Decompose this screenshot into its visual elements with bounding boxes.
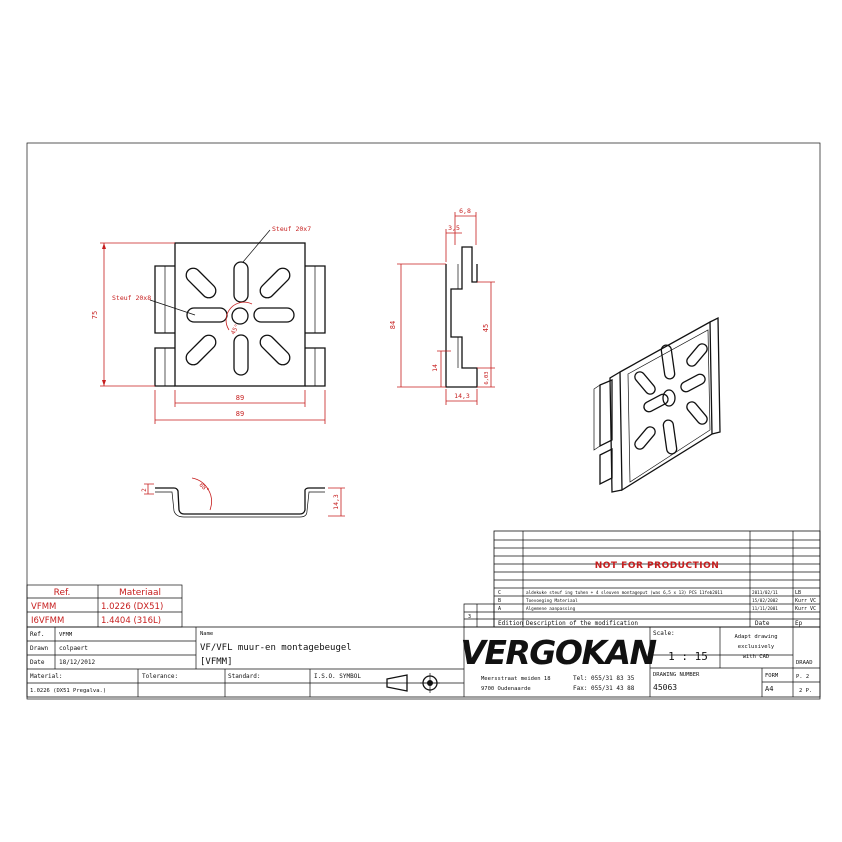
address-line-2: 9700 Oudenaarde	[481, 686, 531, 692]
isometric-view	[593, 316, 721, 493]
name-line-1: VF/VFL muur-en montagebeugel	[200, 643, 352, 653]
front-plate	[174, 242, 306, 387]
iso-projection-icon	[386, 673, 440, 693]
dim-side-upper: 45	[482, 324, 490, 332]
rev-header-description: Description of the modification	[526, 620, 638, 627]
address-line-1: Meersstraat meiden 18	[481, 676, 551, 682]
date-value: 18/12/2012	[59, 659, 96, 666]
date-label: Date	[30, 659, 45, 666]
dim-side-bottom-small: 6,03	[484, 371, 490, 384]
material-row-2-material: 1.4404 (316L)	[101, 616, 161, 626]
iso-symbol-label: I.S.O. SYMBOL	[314, 673, 361, 680]
rev-c-letter: C	[498, 590, 501, 596]
not-for-production-stamp: NOT FOR PRODUCTION	[595, 561, 720, 571]
company-address: Meersstraat meiden 18 9700 Oudenaarde Te…	[481, 675, 635, 692]
material-label: Material:	[30, 673, 63, 680]
ref-value: VFMM	[59, 632, 73, 638]
dim-side-bottom-width: 14,3	[454, 392, 470, 400]
drawn-label: Drawn	[30, 645, 48, 652]
title-block	[26, 626, 821, 698]
rev-b-description: Toevoeging Materiaal	[526, 598, 578, 604]
company-logo: VERGOKAN	[460, 633, 656, 672]
rev-b-letter: B	[498, 598, 501, 604]
revision-rows: C aldekuke steuf ing tuhen + 4 sleuven m…	[468, 590, 816, 627]
dim-bottom-right: 14,3	[332, 494, 340, 510]
dim-bottom-angle: 88°	[198, 481, 211, 494]
tolerance-label: Tolerance:	[142, 673, 178, 680]
drawing-number: 45063	[653, 683, 677, 692]
rev-c-by: LB	[795, 590, 801, 596]
iso-slots	[634, 343, 708, 455]
ref-label: Ref.	[30, 631, 44, 638]
draad-label: DRAAD	[796, 660, 813, 666]
page-label: P. 2	[796, 674, 809, 680]
form-label: FORM	[765, 673, 779, 679]
side-tabs	[154, 265, 326, 387]
material-row-2-ref: I6VFMM	[31, 616, 64, 626]
material-row-1-material: 1.0226 (DX51)	[101, 602, 163, 612]
drawing-number-label: DRAWING NUMBER	[653, 672, 700, 678]
dim-top-inner: 3,5	[448, 224, 460, 232]
material-value: 1.0226 (DX51 Pregalva.)	[30, 688, 106, 694]
drawing-frame	[26, 142, 821, 700]
telephone: Tel: 055/31 83 35	[573, 675, 635, 682]
standard-label: Standard:	[228, 673, 261, 680]
dim-bottom-left: 2	[141, 488, 148, 492]
name-label: Name	[200, 631, 213, 637]
rev-a-letter: A	[498, 606, 501, 612]
dim-side-height: 84	[389, 321, 397, 329]
note-line-3: with CAD	[743, 654, 770, 660]
material-header-material: Materiaal	[119, 588, 161, 598]
front-view: 75 89 89 Steuf 20x7 Steuf 20x8 45°	[91, 225, 326, 424]
revision-table	[463, 530, 821, 628]
rev-a-by: Kurr VC	[795, 606, 816, 612]
material-row-1-ref: VFMM	[31, 602, 56, 612]
dim-height: 75	[91, 311, 99, 319]
rev-b-by: Kurr VC	[795, 598, 816, 604]
title-block-right: Scale: 1 : 15 Adapt drawing exclusively …	[653, 630, 813, 694]
callout-angle: 45°	[230, 323, 241, 336]
rev-header-by: Ep	[795, 620, 803, 627]
note-line-2: exclusively	[738, 644, 775, 650]
rev-header-date: Date	[755, 620, 770, 627]
bottom-view: 2 88° 14,3	[141, 477, 345, 518]
rev-b-date: 15/02/2002	[752, 598, 778, 604]
rev-header-no: 3	[468, 614, 471, 620]
name-line-2: [VFMM]	[200, 657, 233, 667]
rev-c-description: aldekuke steuf ing tuhen + 4 sleuven mon…	[526, 590, 723, 596]
sheets-label: 2 P.	[799, 688, 812, 694]
dim-top-total: 6,8	[459, 207, 471, 215]
note-line-1: Adapt drawing	[734, 634, 777, 640]
form-value: A4	[765, 685, 773, 693]
title-block-text: Ref. VFMM Drawn colpaert Date 18/12/2012…	[30, 631, 361, 694]
dim-outer-width: 89	[236, 410, 244, 418]
side-view: 6,8 3,5 84 45 14 6,03 14,3	[389, 207, 495, 405]
dim-inner-width: 89	[236, 394, 244, 402]
rev-header-edition: Edition	[498, 620, 524, 627]
dim-side-lower: 14	[431, 364, 439, 372]
callout-top-slot: Steuf 20x7	[272, 225, 311, 233]
rev-c-date: 2011/02/11	[752, 590, 778, 596]
fax: Fax: 055/31 43 88	[573, 685, 635, 692]
scale-value: 1 : 15	[668, 650, 708, 663]
scale-label: Scale:	[653, 630, 675, 637]
material-header-ref: Ref.	[54, 588, 71, 598]
mounting-slots	[185, 261, 295, 376]
rev-a-description: Algemene aanpassing	[526, 606, 576, 612]
rev-a-date: 11/11/2001	[752, 606, 778, 612]
drawn-value: colpaert	[59, 645, 88, 652]
material-table: Ref. Materiaal VFMM 1.0226 (DX51) I6VFMM…	[26, 584, 183, 628]
callout-left-slot: Steuf 20x8	[112, 294, 151, 302]
